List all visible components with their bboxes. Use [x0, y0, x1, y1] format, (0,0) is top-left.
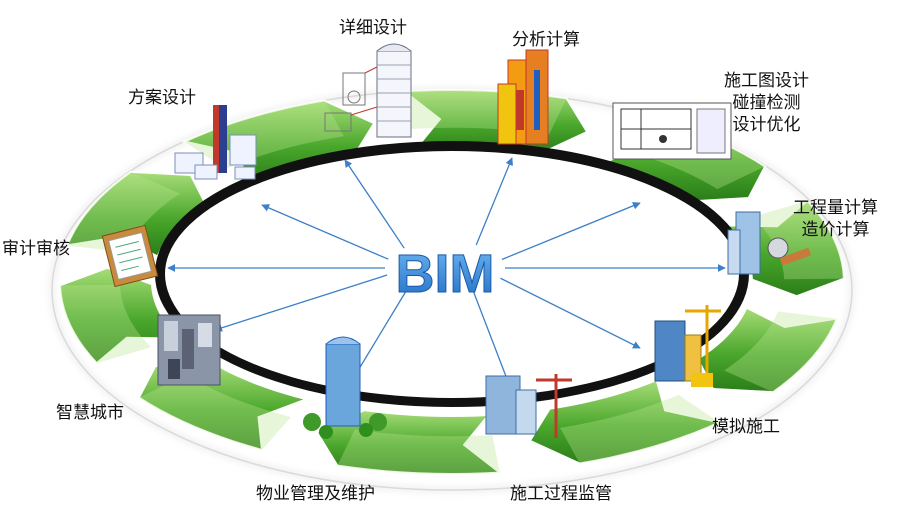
stage-label-simulation: 模拟施工 [712, 417, 780, 437]
stage-label-quantity: 工程量计算 造价计算 [793, 197, 878, 241]
arrow-to-construction_drawing [501, 202, 641, 261]
stage-label-construction-drawing: 施工图设计 碰撞检测 设计优化 [724, 70, 809, 136]
arrow-to-supervision [472, 291, 514, 393]
bim-center-label: BIM [396, 244, 495, 304]
audit-clipboard-icon [101, 224, 159, 288]
facility-building-icon [303, 336, 387, 439]
stage-line: 施工图设计 [724, 71, 809, 91]
ring-segment-highlight [724, 311, 837, 393]
arrow-to-scheme [261, 204, 389, 260]
stage-label-analysis: 分析计算 [512, 30, 580, 50]
arrows [167, 157, 726, 393]
analysis-building-icon [497, 49, 549, 145]
stage-label-facility: 物业管理及维护 [256, 484, 375, 504]
ring-segment-highlight [560, 394, 720, 464]
stage-label-audit: 审计审核 [2, 239, 70, 259]
ring-segment-highlight [67, 171, 180, 253]
stage-label-supervision: 施工过程监管 [510, 484, 612, 504]
simulation-crane-icon [654, 305, 721, 387]
quantity-building-icon [727, 211, 811, 275]
ring-segment-highlight [138, 374, 291, 450]
ring-segment-highlight [60, 284, 151, 364]
stage-line: 碰撞检测 [732, 93, 801, 113]
stage-label-detail-design: 详细设计 [339, 18, 407, 38]
stage-label-smart-city: 智慧城市 [56, 403, 124, 423]
supervision-crane-icon [485, 374, 572, 438]
arrow-to-smart_city [214, 274, 388, 332]
stage-line: 造价计算 [801, 220, 870, 240]
stage-line: 设计优化 [732, 115, 801, 135]
ring-segment-highlight [337, 429, 500, 474]
construction-drawing-icon [612, 102, 732, 160]
arrow-to-simulation [500, 277, 641, 349]
ring-segment-quantity [528, 378, 723, 465]
detail-design-building-icon [324, 43, 412, 138]
arrow-to-detail [344, 159, 405, 249]
stage-line: 工程量计算 [793, 198, 878, 218]
ring-segment-highlight [753, 200, 844, 280]
smart-city-icon [157, 314, 221, 386]
stage-label-scheme-design: 方案设计 [128, 88, 196, 108]
arrow-to-analysis [475, 157, 513, 246]
scheme-design-building-icon [174, 105, 257, 180]
